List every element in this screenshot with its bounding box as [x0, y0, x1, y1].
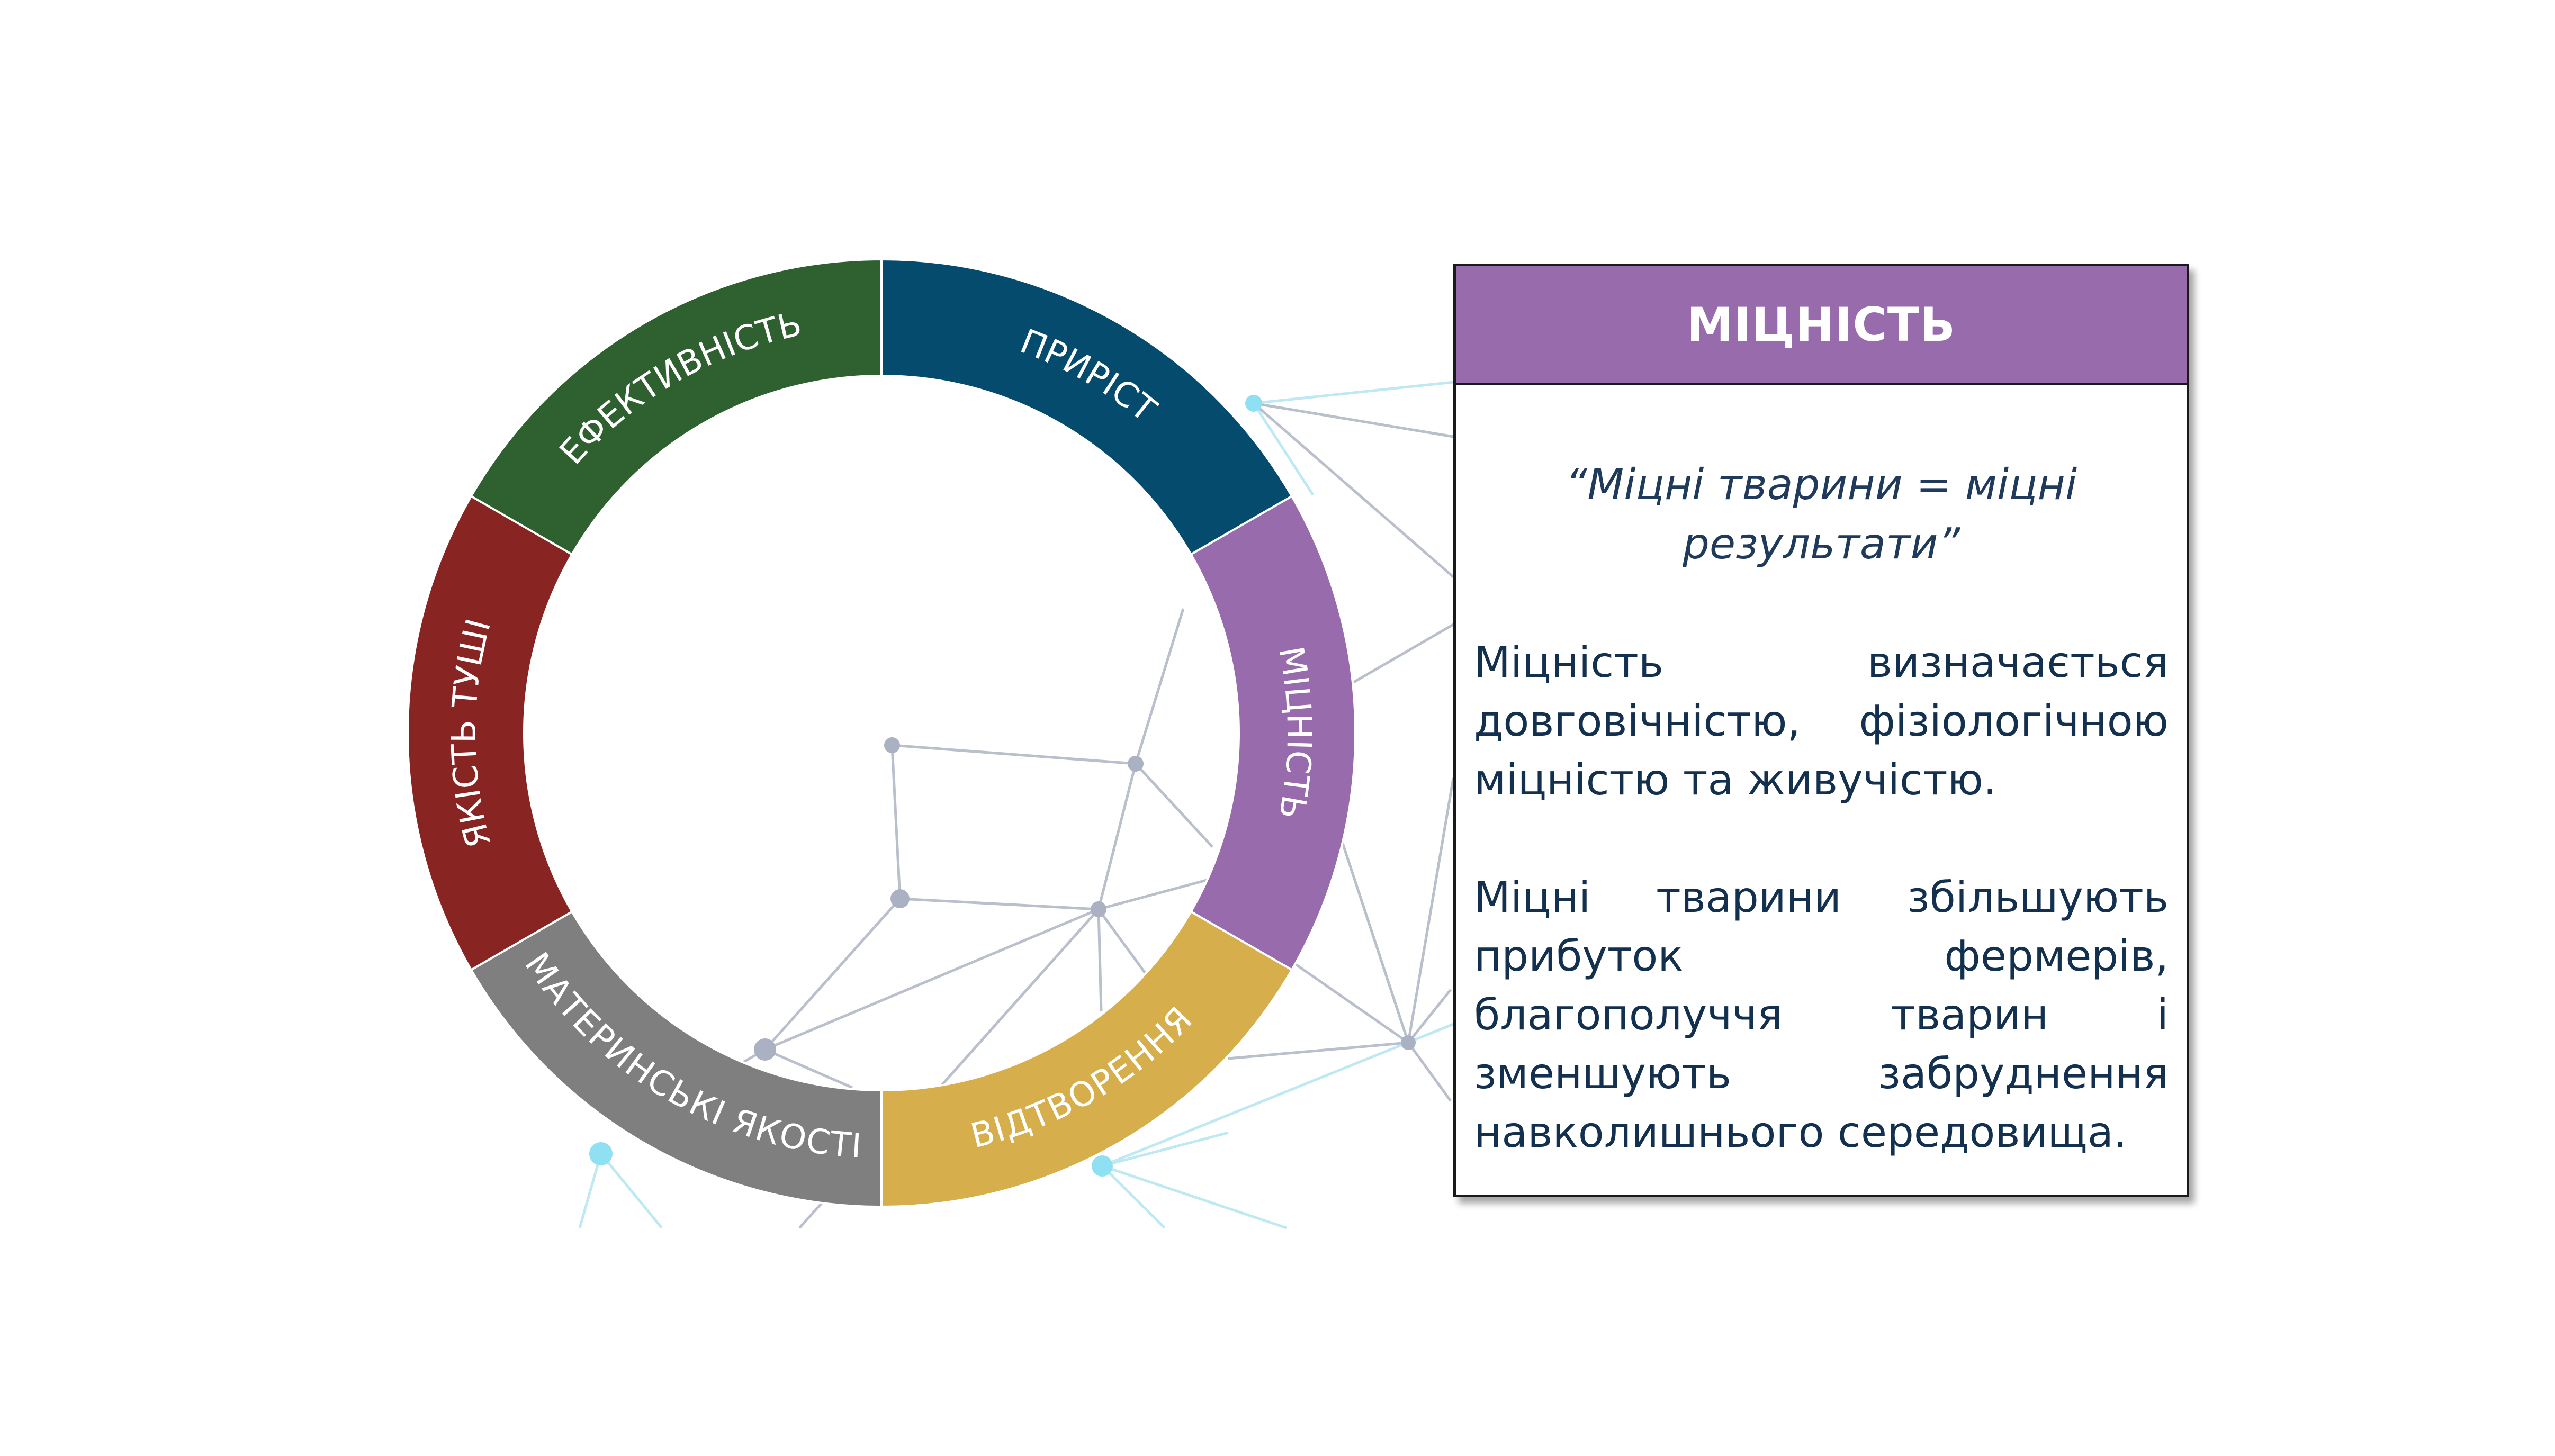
network-node [1401, 1035, 1416, 1050]
network-node [589, 1142, 613, 1165]
ring-segment [406, 494, 574, 972]
info-panel-title: МІЦНІСТЬ [1456, 266, 2187, 385]
ring-segment [880, 258, 1293, 556]
network-node [1091, 901, 1106, 917]
ring-segment [880, 910, 1293, 1208]
info-panel-quote: “Міцні тварини = міцні результати” [1565, 460, 2077, 568]
ring-segment [470, 910, 883, 1208]
network-node [1128, 756, 1144, 772]
ring-segment [1189, 494, 1356, 972]
network-node [754, 1038, 776, 1061]
network-node [890, 889, 910, 908]
network-node [884, 737, 900, 753]
info-panel: МІЦНІСТЬ “Міцні тварини = міцні результа… [1453, 264, 2189, 1197]
ring-segment [470, 258, 883, 556]
info-panel-paragraph: Міцність визначається довговічністю, фіз… [1474, 638, 2169, 804]
info-panel-paragraph: Міцні тварини збільшують прибуток фермер… [1474, 873, 2169, 1157]
network-node [1092, 1155, 1113, 1177]
network-node [1245, 395, 1262, 412]
